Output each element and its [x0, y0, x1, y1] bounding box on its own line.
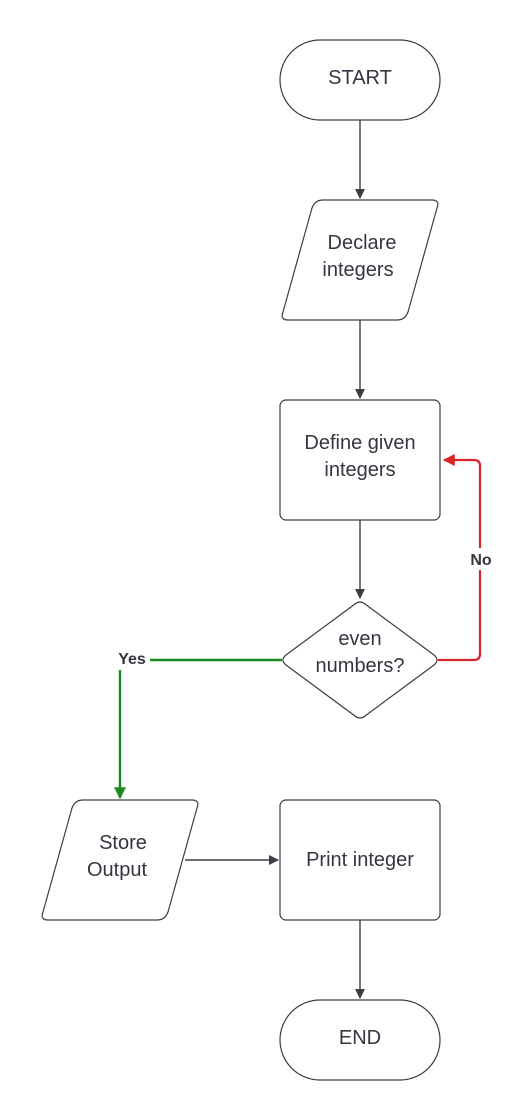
end-node: END	[279, 999, 441, 1081]
arrow-yes-branch	[114, 658, 282, 800]
yes-branch-label: Yes	[118, 651, 146, 668]
end-label: END	[339, 1027, 381, 1049]
decision-label: even	[338, 628, 381, 650]
store-output-label: Store	[99, 832, 147, 854]
declare-integers-node: Declare integers	[281, 199, 439, 321]
yes-label-background	[114, 648, 150, 670]
start-node: START	[279, 39, 441, 121]
start-label: START	[328, 67, 392, 89]
decision-label-line2: numbers?	[316, 655, 405, 677]
print-integer-node: Print integer	[279, 799, 441, 921]
print-integer-label: Print integer	[306, 849, 414, 871]
define-integers-label-line2: integers	[324, 459, 395, 481]
store-output-label-line2: Output	[87, 859, 147, 881]
even-numbers-decision-node: even numbers?	[282, 601, 438, 719]
declare-integers-label: Declare	[328, 232, 397, 254]
store-output-node: Store Output	[41, 799, 199, 921]
declare-integers-label-line2: integers	[322, 259, 393, 281]
define-integers-node: Define given integers	[279, 399, 441, 521]
define-integers-label: Define given	[304, 432, 415, 454]
no-branch-label: No	[470, 552, 492, 569]
no-label-background	[466, 548, 496, 570]
